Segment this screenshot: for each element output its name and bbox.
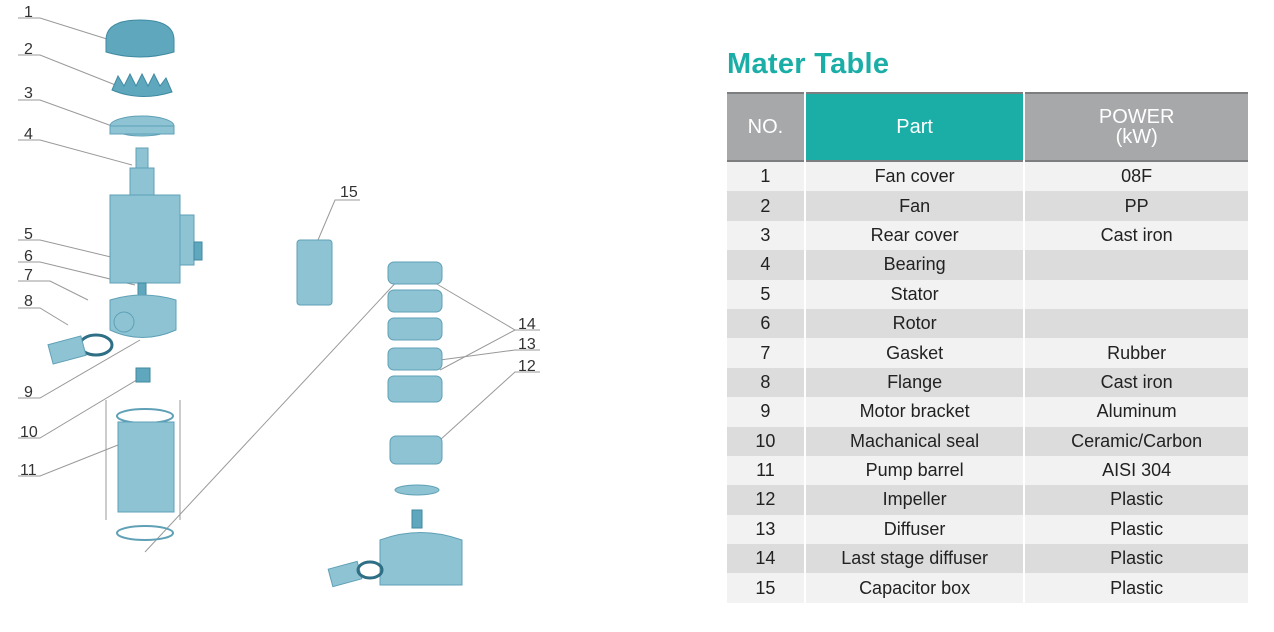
- cell-power: Cast iron: [1024, 367, 1250, 398]
- label-3: 3: [24, 85, 33, 102]
- cell-part: Pump barrel: [804, 455, 1026, 486]
- label-5: 5: [24, 226, 33, 243]
- impeller-part: [389, 435, 443, 496]
- pump-base-part: [327, 509, 463, 588]
- header-no: NO.: [727, 93, 806, 161]
- cell-part: Machanical seal: [804, 426, 1026, 456]
- motor-bracket-part: [109, 294, 177, 338]
- label-8: 8: [24, 293, 33, 310]
- cell-power: AISI 304: [1024, 455, 1250, 486]
- label-6: 6: [24, 248, 33, 265]
- cell-power: Plastic: [1024, 544, 1250, 574]
- table-header-row: NO. Part POWER(kW): [727, 93, 1250, 161]
- cell-no: 3: [727, 220, 806, 251]
- cell-part: Impeller: [804, 485, 1026, 515]
- cell-no: 4: [727, 250, 806, 280]
- cell-part: Diffuser: [804, 514, 1026, 545]
- label-12: 12: [518, 358, 536, 375]
- label-11: 11: [20, 462, 37, 479]
- exploded-pump-diagram: 1 2 3 4 5 6 7 8 9 10 11 12 13 14 15: [18, 4, 540, 588]
- rear-cover-part: [109, 115, 175, 137]
- cell-power: 08F: [1024, 161, 1250, 192]
- fan-part: [111, 72, 173, 97]
- cell-no: 12: [727, 485, 806, 515]
- header-power-line2: (kW): [1115, 126, 1158, 148]
- label-2: 2: [24, 41, 33, 58]
- cell-part: Last stage diffuser: [804, 544, 1026, 574]
- cell-no: 7: [727, 338, 806, 368]
- label-1: 1: [24, 4, 33, 21]
- label-4: 4: [24, 126, 33, 143]
- cell-power: Plastic: [1024, 485, 1250, 515]
- cell-no: 10: [727, 426, 806, 456]
- cell-part: Capacitor box: [804, 573, 1026, 603]
- cell-part: Fan cover: [804, 161, 1026, 192]
- cell-power: Plastic: [1024, 573, 1250, 603]
- cell-no: 13: [727, 514, 806, 545]
- label-13: 13: [518, 336, 536, 353]
- cell-part: Stator: [804, 279, 1026, 309]
- diffuser-stack-part: [387, 261, 443, 403]
- cell-no: 9: [727, 397, 806, 427]
- pump-barrel-part: [105, 400, 181, 541]
- cell-part: Flange: [804, 367, 1026, 398]
- cell-power: [1024, 279, 1250, 309]
- stator-part: [109, 194, 203, 284]
- cell-power: Cast iron: [1024, 220, 1250, 251]
- cell-power: Plastic: [1024, 514, 1250, 545]
- label-14: 14: [518, 316, 536, 333]
- label-9: 9: [24, 384, 33, 401]
- cell-no: 1: [727, 161, 806, 192]
- cell-no: 5: [727, 279, 806, 309]
- cell-no: 11: [727, 455, 806, 486]
- label-10: 10: [20, 424, 38, 441]
- label-15: 15: [340, 184, 358, 201]
- cell-part: Rear cover: [804, 220, 1026, 251]
- part-number-labels: 1 2 3 4 5 6 7 8 9 10 11 12 13 14 15: [20, 4, 536, 479]
- cell-no: 2: [727, 191, 806, 221]
- header-part: Part: [804, 93, 1026, 161]
- label-7: 7: [24, 267, 33, 284]
- cell-power: Aluminum: [1024, 397, 1250, 427]
- cell-power: PP: [1024, 191, 1250, 221]
- flange-part: [47, 335, 87, 365]
- cell-part: Gasket: [804, 338, 1026, 368]
- capacitor-box-part: [296, 239, 333, 306]
- table-title: Mater Table: [727, 48, 890, 80]
- cell-power: Ceramic/Carbon: [1024, 426, 1250, 456]
- cell-power: [1024, 308, 1250, 339]
- mechanical-seal-part: [135, 367, 151, 383]
- cell-no: 14: [727, 544, 806, 574]
- header-power: POWER(kW): [1024, 93, 1250, 161]
- cell-part: Fan: [804, 191, 1026, 221]
- fan-cover-part: [105, 19, 175, 58]
- cell-no: 6: [727, 308, 806, 339]
- cell-part: Rotor: [804, 308, 1026, 339]
- cell-part: Motor bracket: [804, 397, 1026, 427]
- cell-power: [1024, 250, 1250, 280]
- cell-part: Bearing: [804, 250, 1026, 280]
- leader-lines: [18, 17, 540, 553]
- cell-no: 8: [727, 367, 806, 398]
- header-power-line1: POWER: [1098, 106, 1175, 128]
- cell-power: Rubber: [1024, 338, 1250, 368]
- cell-no: 15: [727, 573, 806, 603]
